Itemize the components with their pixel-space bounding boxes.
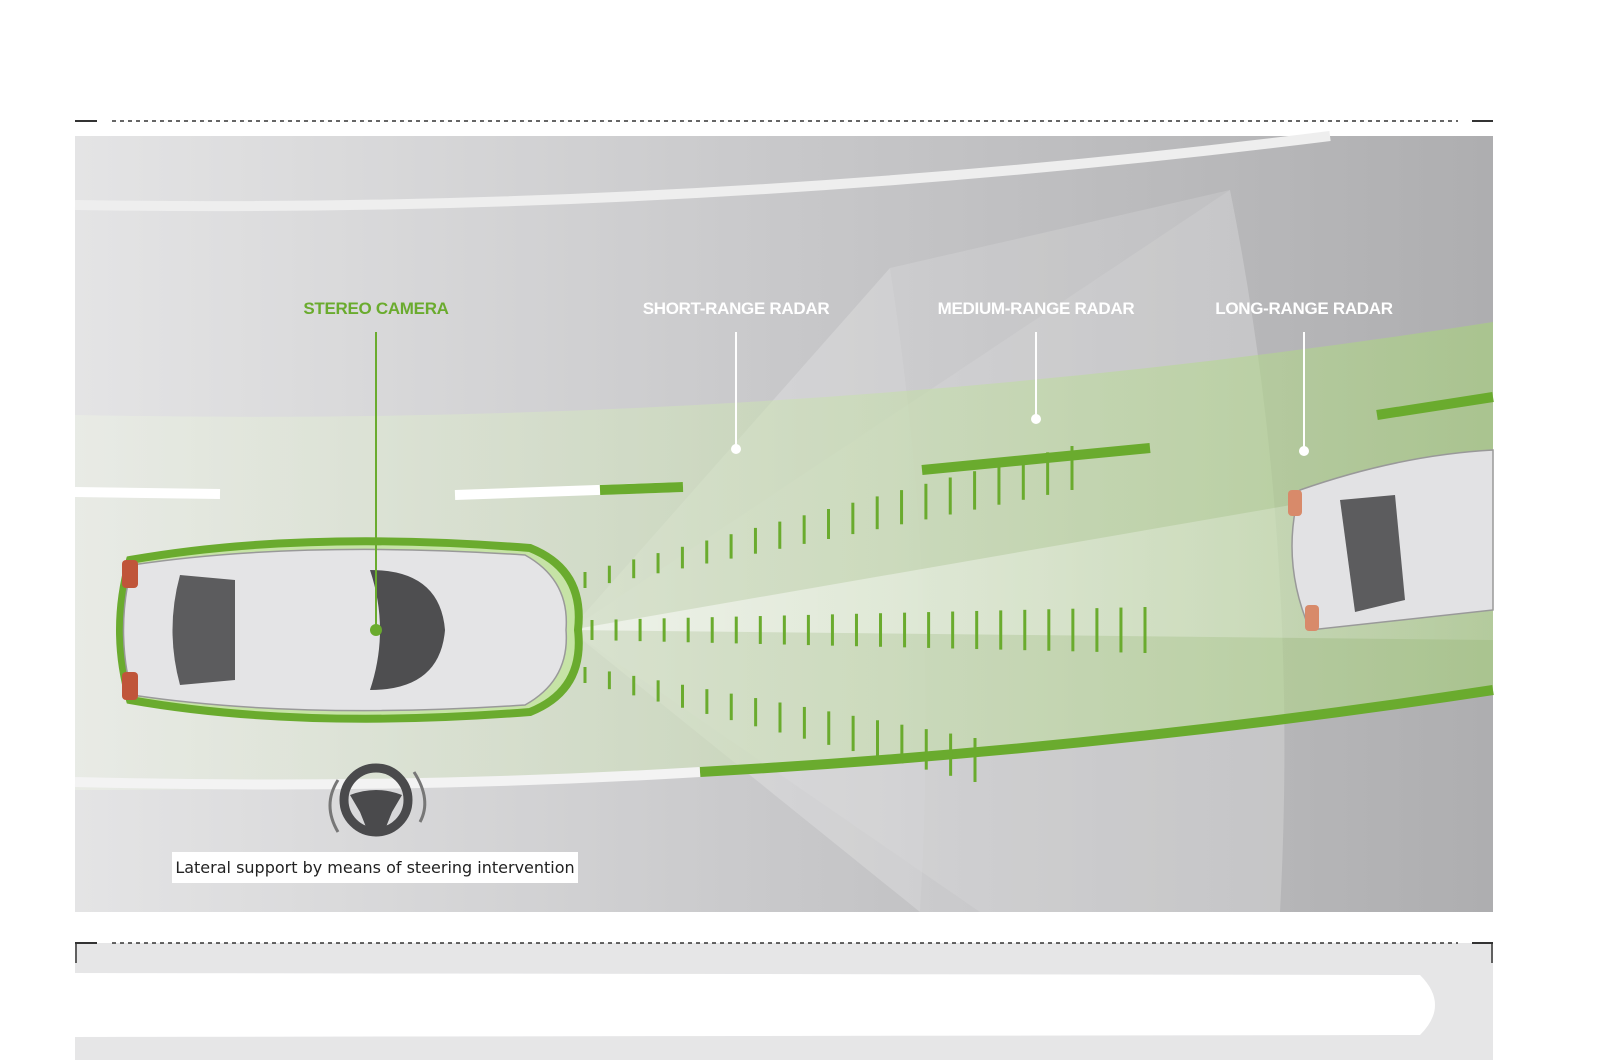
sensor-cone — [570, 470, 1493, 640]
stereo-camera-label: STEREO CAMERA — [303, 299, 449, 318]
lane-marking — [74, 487, 221, 499]
lane-marking-green — [921, 443, 1151, 475]
lane-marking-green — [599, 482, 684, 495]
road-edge-bottom — [74, 767, 701, 790]
medium-range-radar-label: MEDIUM-RANGE RADAR — [937, 299, 1135, 318]
medium-range-point — [1031, 414, 1041, 424]
long-range-point — [1299, 446, 1309, 456]
lane-marking-green — [1376, 392, 1494, 420]
vehicle-ahead — [1288, 449, 1494, 631]
bottom-panel — [75, 942, 1493, 1060]
ego-car — [116, 537, 583, 723]
short-range-point — [731, 444, 741, 454]
lane-edge-green — [699, 685, 1494, 777]
short-range-radar-label: SHORT-RANGE RADAR — [642, 299, 830, 318]
long-range-radar-label: LONG-RANGE RADAR — [1215, 299, 1393, 318]
steering-wheel-icon — [328, 763, 427, 837]
steering-caption: Lateral support by means of steering int… — [172, 852, 578, 883]
road-edge-top — [74, 131, 1331, 212]
